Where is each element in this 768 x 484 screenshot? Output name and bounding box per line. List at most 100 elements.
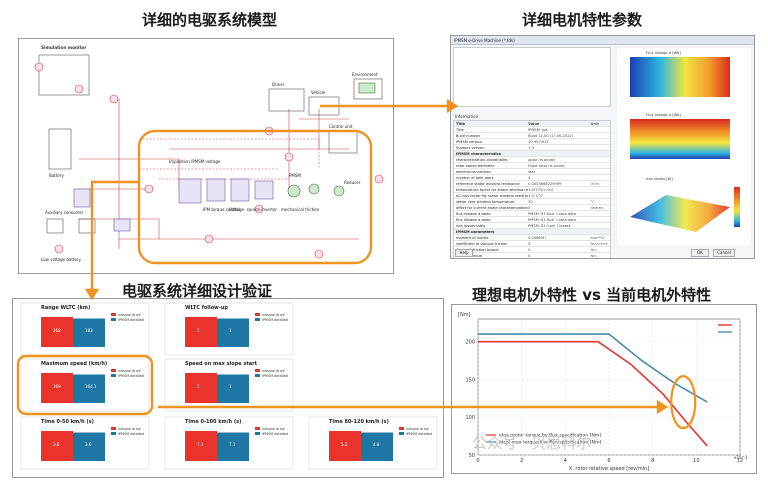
param-top-form [453, 47, 611, 107]
x-tick-label: 0 [476, 458, 479, 464]
x-tick-label: 4 [564, 458, 567, 464]
param-row[interactable]: offset for current angle characterizatio… [454, 205, 610, 211]
y-axis-label: [Nm] [458, 312, 471, 318]
param-cell-v: 10.99.0912 [528, 140, 549, 143]
bar-value-red: 169 [53, 384, 61, 389]
param-row[interactable]: temperature factor for stator winding re… [454, 187, 610, 193]
param-cell-k: moment of inertia [456, 236, 489, 239]
legend-label: IPMSM detailed [118, 374, 144, 378]
param-cell-u: Nm [590, 248, 597, 251]
param-row[interactable]: reference stator winding resistance 0.005… [454, 181, 610, 187]
param-cell-v: Fixed rotor-(Is,angle) [528, 164, 566, 167]
bar-blue [217, 374, 249, 403]
y-tick-label: 150 [465, 377, 475, 383]
param-cell-u: Ohm [590, 182, 600, 185]
legend-label: integral drive [118, 369, 141, 373]
param-window[interactable]: IPMSM e-Drive Machine (*.fdk) Informatio… [450, 35, 755, 259]
param-cell-u [590, 146, 608, 149]
param-cell-v: polar (Is,angle) [528, 158, 556, 161]
param-row[interactable]: characterization coordinates polar (Is,an… [454, 157, 610, 163]
param-cell-k: IPMSM version [456, 140, 483, 143]
bar-value-blue: 183 [85, 328, 93, 333]
bar-red [329, 431, 361, 461]
info-label: Information [455, 114, 479, 119]
param-row[interactable]: IPMSM version 10.99.0912 [454, 139, 610, 145]
param-cell-k: IPMSM parameters [456, 230, 495, 233]
param-cell-u [590, 164, 608, 167]
legend-swatch-red [111, 313, 116, 316]
label-voltage-inverter: Voltage- source inverter [229, 207, 277, 212]
ok-button[interactable]: OK [691, 249, 709, 257]
bar-chart-title: WLTC follow-up [185, 305, 228, 311]
bar-value-blue: 3.6 [85, 442, 92, 447]
param-cell-v [528, 152, 590, 155]
bar-red [185, 373, 217, 403]
legend-label: IPMSM detailed [262, 374, 288, 378]
param-cell-v: PMSM_D1.flux[ ].para.data [528, 218, 576, 221]
param-cell-k: offset for current angle characterizatio… [456, 206, 528, 209]
legend-swatch-blue [111, 374, 116, 377]
param-cell-u [590, 134, 608, 137]
help-button[interactable]: Help [455, 249, 473, 257]
y-tick-label: 50 [469, 453, 475, 459]
bar-chart-title: Time 0-50 km/h (s) [41, 419, 94, 425]
legend-label: IPMSM detailed [262, 318, 288, 322]
param-row[interactable]: moment of inertia 0.0066(5) kgm**2 [454, 235, 610, 241]
label-driver: Driver [272, 82, 285, 87]
x-multiplier: x10^3 [734, 455, 748, 460]
param-row[interactable]: flux linkage q-table PMSM_D1.flux[ ].para… [454, 217, 610, 223]
param-cell-u [590, 128, 608, 131]
param-cell-v: IPMSM_aut [528, 128, 548, 131]
legend-swatch-red [255, 313, 260, 316]
param-cell-v: 0 [528, 242, 531, 245]
param-row[interactable]: IPMSM characteristics [454, 151, 610, 157]
param-cell-k: AC-loss factor for stator winding resist… [456, 194, 529, 197]
param-cell-k: temperature factor for stator winding re… [456, 188, 529, 191]
bar-blue [73, 432, 105, 461]
param-cell-u: kgm**2 [590, 236, 605, 239]
param-row[interactable]: Title IPMSM_aut [454, 127, 610, 133]
legend-swatch-blue [399, 432, 404, 435]
param-cell-v: 0.0053668229999 [528, 182, 562, 185]
bar-chart-title: Time 0-100 km/h (s) [185, 419, 241, 425]
x-axis-label: X: rotor relative speed [rev/min] [569, 466, 650, 472]
param-row[interactable]: IPMSM parameters [454, 229, 610, 235]
param-cell-k: Title [456, 128, 464, 131]
param-cell-u [590, 170, 608, 173]
highlight-frame [16, 354, 154, 416]
legend-swatch-red [399, 427, 404, 430]
param-cell-k: reference stator winding resistance [456, 182, 520, 185]
bar-red [185, 431, 217, 461]
param-cell-k: flux linkage q-table [456, 218, 491, 221]
param-cell-k: characterization coordinates [456, 158, 508, 161]
legend-label: integral drive [118, 427, 141, 431]
label-torque-control: IPM torque control [203, 207, 240, 212]
param-window-title: IPMSM e-Drive Machine (*.fdk) [451, 36, 754, 45]
bar-value-blue: 1 [229, 328, 232, 333]
param-cell-v: 0.0066(5) [528, 236, 546, 239]
param-cell-k: coefficient of viscous friction [456, 242, 508, 245]
bar-blue [361, 432, 393, 461]
param-cell-u: Nm [590, 254, 597, 257]
legend-swatch-red [111, 427, 116, 430]
cancel-button[interactable]: Cancel [713, 249, 735, 257]
param-cell-u [590, 194, 608, 197]
param-row[interactable]: AC-loss factor for stator winding resist… [454, 193, 610, 199]
